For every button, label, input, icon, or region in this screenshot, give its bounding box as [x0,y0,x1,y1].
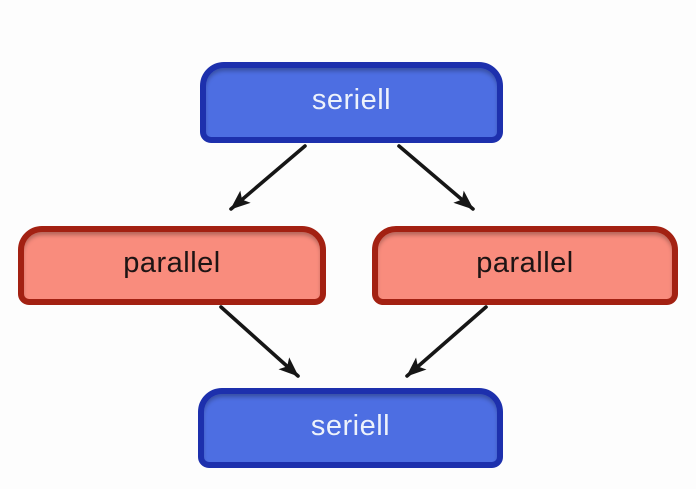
node-label: parallel [123,247,221,279]
node-parallel-left: parallel [18,226,326,305]
node-label: seriell [311,84,392,116]
arrow-parallel-left-to-seriell-bottom [219,305,300,378]
node-seriell-top: seriell [200,62,503,143]
arrow-seriell-top-to-parallel-right [397,144,475,211]
arrow-parallel-right-to-seriell-bottom [405,305,488,378]
arrow-seriell-top-to-parallel-left [229,144,307,211]
node-label: parallel [476,247,574,279]
node-label: seriell [310,409,391,442]
node-seriell-bottom: seriell [198,388,503,468]
node-parallel-right: parallel [372,226,678,305]
